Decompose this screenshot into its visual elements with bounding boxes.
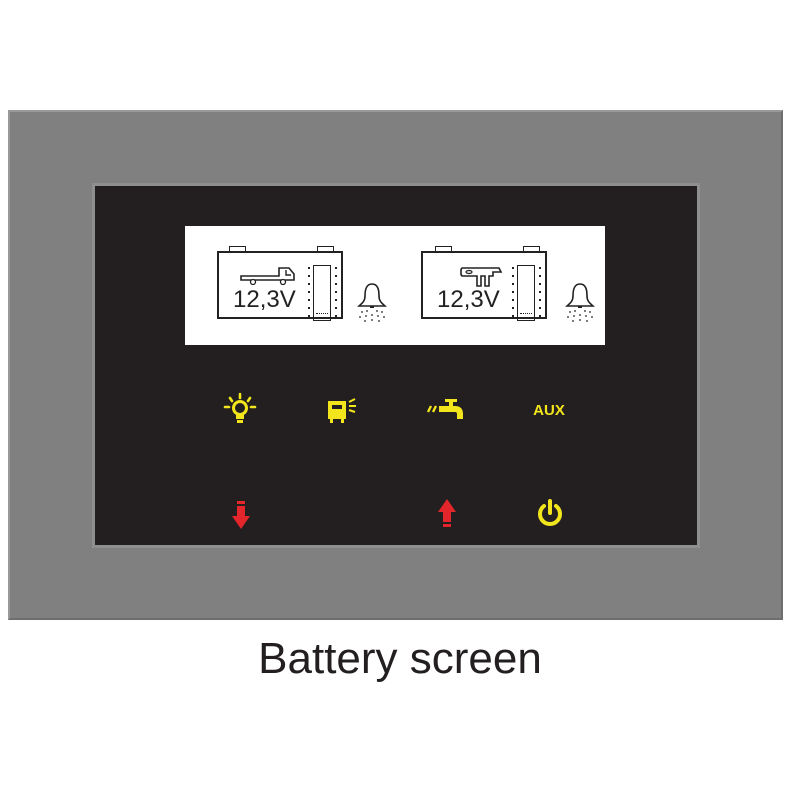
caravan-light-icon bbox=[328, 398, 356, 423]
arrow-up-icon bbox=[438, 499, 456, 527]
down-button[interactable] bbox=[226, 498, 256, 532]
battery-terminal bbox=[523, 246, 540, 252]
water-pump-button[interactable] bbox=[424, 392, 468, 428]
leisure-battery-indicator: 12,3V bbox=[421, 246, 549, 321]
gauge-ticks bbox=[539, 267, 541, 319]
power-icon bbox=[538, 499, 562, 526]
bell-icon bbox=[357, 283, 387, 322]
vehicle-battery-voltage: 12,3V bbox=[233, 286, 296, 313]
water-tap-icon bbox=[426, 399, 463, 419]
bell-icon bbox=[565, 283, 595, 322]
gauge-ticks bbox=[335, 267, 337, 319]
light-button[interactable] bbox=[220, 390, 260, 430]
gauge-ticks bbox=[512, 267, 514, 319]
battery-terminal bbox=[435, 246, 452, 252]
caravan-icon bbox=[460, 267, 503, 287]
awning-light-button[interactable] bbox=[322, 392, 362, 428]
gauge-ticks bbox=[308, 267, 310, 319]
battery-terminal bbox=[317, 246, 334, 252]
vehicle-battery-indicator: 12,3V bbox=[217, 246, 345, 321]
truck-icon bbox=[240, 267, 295, 286]
leisure-battery-voltage: 12,3V bbox=[437, 286, 500, 313]
aux-button[interactable]: AUX bbox=[533, 401, 565, 419]
battery-body: 12,3V bbox=[217, 251, 343, 321]
battery-terminal bbox=[229, 246, 246, 252]
battery-body: 12,3V bbox=[421, 251, 547, 321]
battery-level-gauge bbox=[517, 265, 535, 321]
battery-level-gauge bbox=[313, 265, 331, 321]
up-button[interactable] bbox=[432, 496, 462, 530]
figure-caption: Battery screen bbox=[258, 634, 542, 683]
lcd-display: 12,3V 12,3V bbox=[185, 226, 605, 345]
lightbulb-icon bbox=[223, 392, 257, 423]
power-button[interactable] bbox=[533, 496, 567, 530]
arrow-down-icon bbox=[232, 501, 250, 529]
